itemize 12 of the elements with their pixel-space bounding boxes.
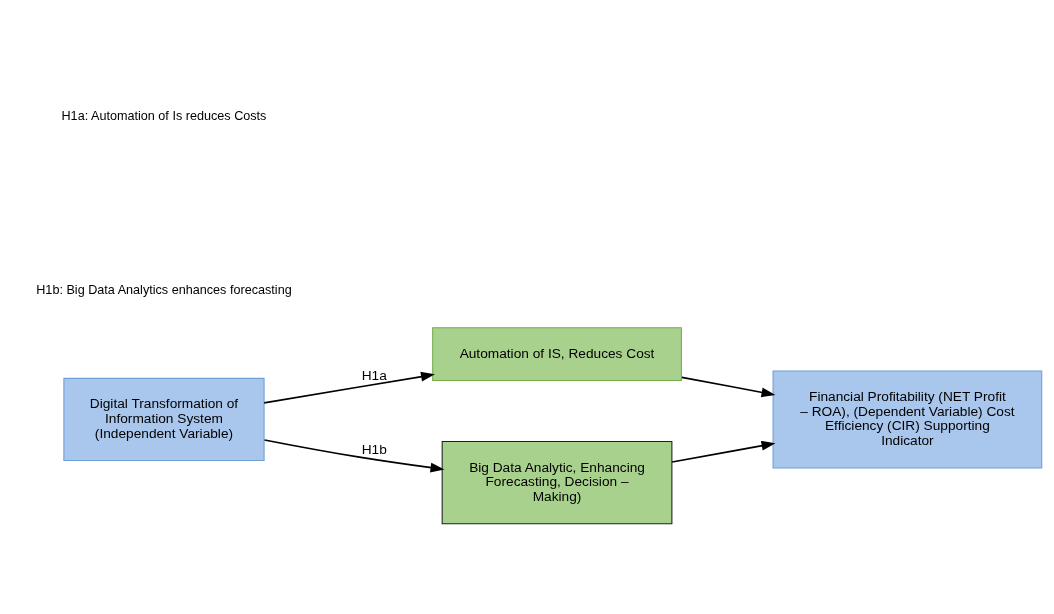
arrow [681, 376, 776, 397]
arrow [263, 438, 445, 472]
arrow [671, 440, 776, 463]
label: H1b: Big Data Analytics enhances forecasting [36, 282, 292, 297]
edge-label: H1b [361, 441, 387, 457]
node-box: Big Data Analytic, Enhancing Forecasting, Decision – Making) [441, 440, 673, 524]
arrow [263, 371, 435, 404]
edge-label: H1a [361, 367, 387, 383]
node-box: Financial Profitability (NET Profit – ROA), (Dependent Variable) Cost Efficiency (CIR) Supporting Indicator [772, 369, 1043, 468]
node-box: Digital Transformation of Information System (Independent Variable) [63, 377, 265, 461]
label: H1a: Automation of Is reduces Costs [61, 108, 267, 123]
node-box: Automation of IS, Reduces Cost [432, 326, 682, 381]
